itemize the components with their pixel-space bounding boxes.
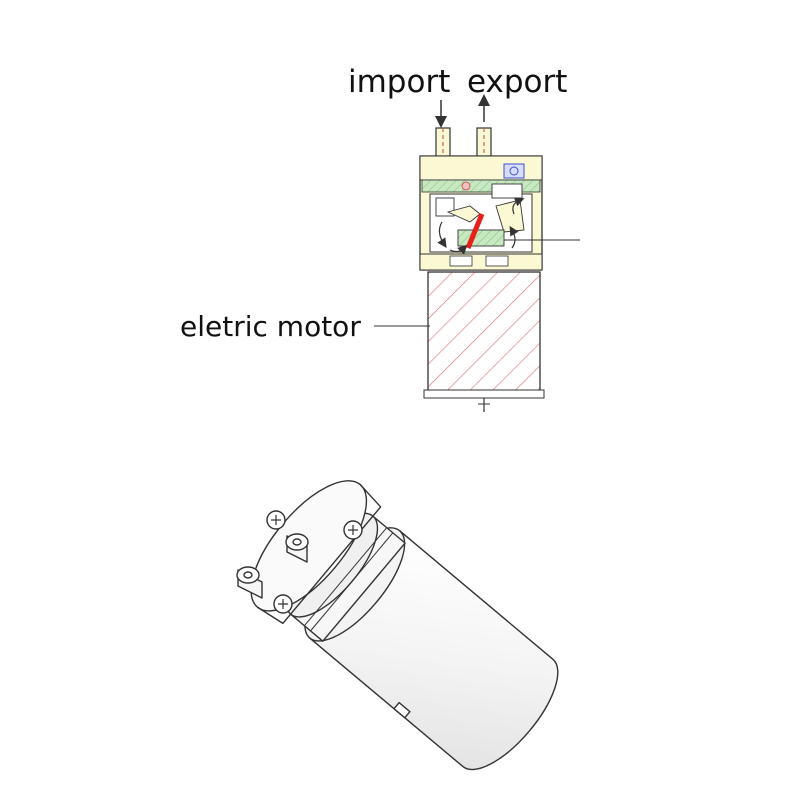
motor-label: eletric motor (180, 310, 361, 343)
import-label: import (348, 64, 451, 100)
motor-body (423, 271, 545, 412)
nozzle-icon (285, 533, 309, 563)
nozzle-icon (236, 566, 263, 599)
outlet-valve-icon (503, 163, 525, 179)
screw-icon (266, 510, 286, 530)
export-label: export (467, 64, 568, 100)
screw-icon (343, 520, 363, 540)
diaphragm-rod (465, 213, 485, 249)
cross-section (374, 94, 580, 412)
pump-head (419, 155, 543, 271)
screw-icon (273, 594, 293, 614)
pump-illustration (236, 480, 559, 771)
